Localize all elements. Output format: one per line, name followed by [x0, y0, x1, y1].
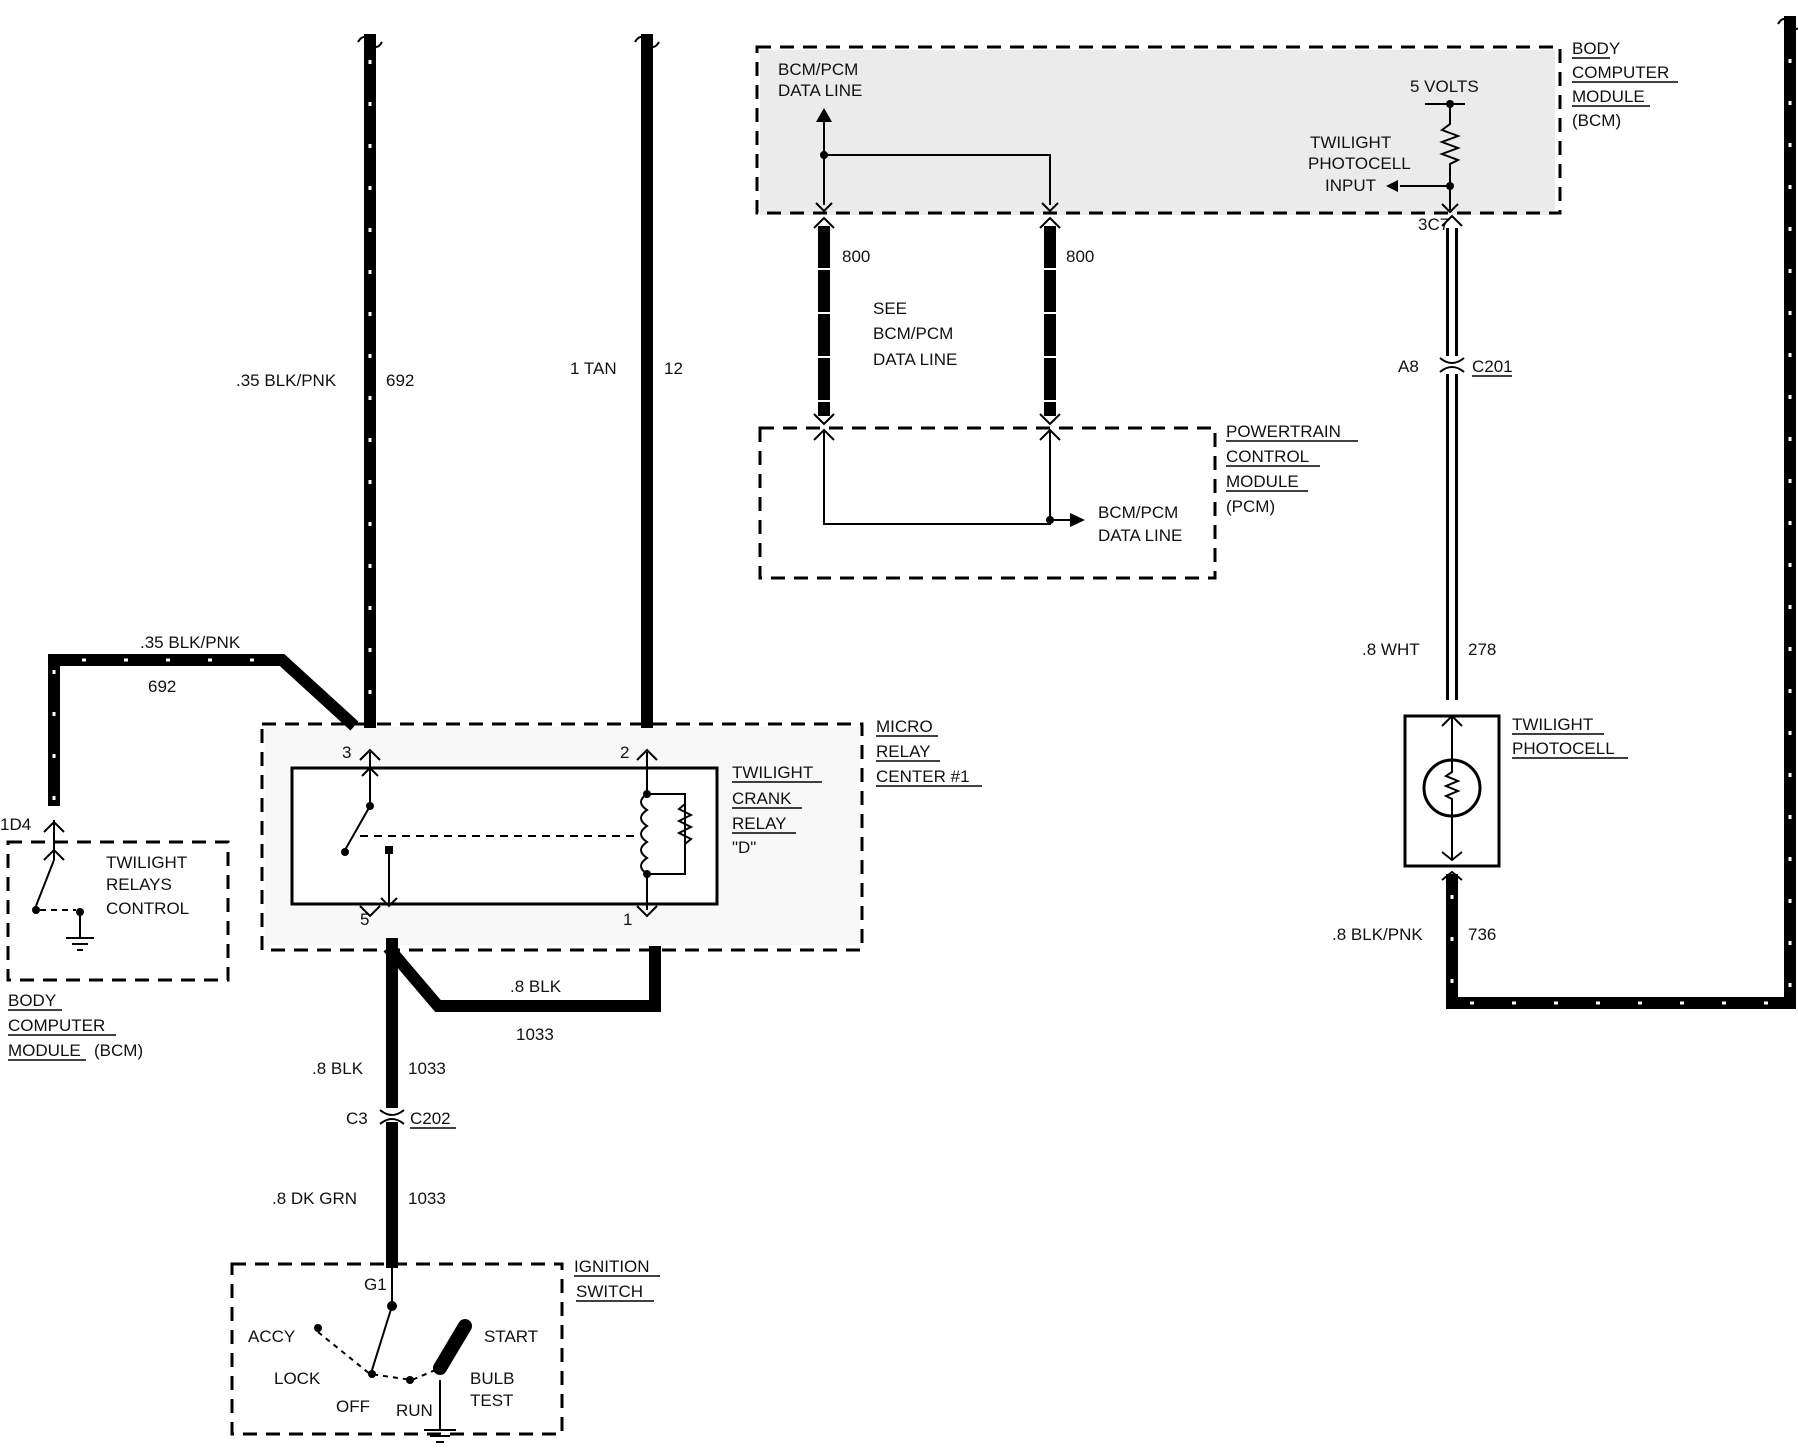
pcm-data-line-1: BCM/PCM [1098, 503, 1178, 522]
c201-pin: A8 [1398, 357, 1419, 376]
relay-center-title-3: CENTER #1 [876, 767, 970, 786]
wire-1033-blk: .8 BLK 1033 [312, 938, 446, 1112]
wire-278: .8 WHT 278 [1362, 214, 1496, 700]
pcm-title-1: POWERTRAIN [1226, 422, 1341, 441]
photocell-title-1: TWILIGHT [1512, 715, 1593, 734]
ignition-lock: LOCK [274, 1369, 321, 1388]
wire-1033g-circuit: 1033 [408, 1189, 446, 1208]
relay-name-1: TWILIGHT [732, 763, 813, 782]
photocell-input-3: INPUT [1325, 176, 1376, 195]
bcm-top-title-1: BODY [1572, 39, 1620, 58]
ignition-bulb: BULB [470, 1369, 514, 1388]
bcm-top-module: BODY COMPUTER MODULE (BCM) BCM/PCM DATA … [755, 39, 1678, 234]
bcm-left-module: 1D4 TWILIGHT RELAYS CONTROL BODY COMPUTE… [0, 815, 230, 1061]
wire-1033j-circuit: 1033 [516, 1025, 554, 1044]
ignition-run: RUN [396, 1401, 433, 1420]
wire-736: .8 BLK/PNK 736 [1332, 16, 1798, 1009]
pcm-title-2: CONTROL [1226, 447, 1309, 466]
ignition-terminal: G1 [364, 1275, 387, 1294]
wire-692-vertical: .35 BLK/PNK 692 [236, 34, 414, 728]
ignition-test: TEST [470, 1391, 513, 1410]
relay-name-2: CRANK [732, 789, 792, 808]
wire-1033j-gauge: .8 BLK [510, 977, 562, 996]
bcm-left-title-2: COMPUTER [8, 1016, 105, 1035]
circuit-800-left: 800 [842, 247, 870, 266]
wire-736-gauge: .8 BLK/PNK [1332, 925, 1423, 944]
ignition-title-2: SWITCH [576, 1282, 643, 1301]
wire-736-circuit: 736 [1468, 925, 1496, 944]
twilight-photocell: TWILIGHT PHOTOCELL [1403, 714, 1628, 868]
connector-c202: C3 C202 [346, 1108, 456, 1129]
bcm-left-title-4: (BCM) [94, 1041, 143, 1060]
ignition-switch: IGNITION SWITCH G1 ACCY LOCK OFF RUN STA… [230, 1257, 660, 1443]
bcm-left-title-1: BODY [8, 991, 56, 1010]
photocell-title-2: PHOTOCELL [1512, 739, 1615, 758]
wire-12: 1 TAN 12 [570, 34, 683, 728]
bcm-top-title-4: (BCM) [1572, 111, 1621, 130]
relay-name-3: RELAY [732, 814, 787, 833]
relay-center-title-2: RELAY [876, 742, 931, 761]
wire-692-horizontal: .35 BLK/PNK 692 [48, 633, 359, 806]
ignition-start: START [484, 1327, 538, 1346]
wire-1033b-gauge: .8 BLK [312, 1059, 364, 1078]
ignition-accy: ACCY [248, 1327, 295, 1346]
micro-relay-center: MICRO RELAY CENTER #1 TWILIGHT CRANK REL… [260, 717, 982, 952]
bcm-top-data-line-2: DATA LINE [778, 81, 862, 100]
c201-name: C201 [1472, 357, 1513, 376]
wire-278-circuit: 278 [1468, 640, 1496, 659]
relay-pin-2: 2 [620, 743, 629, 762]
ignition-title-1: IGNITION [574, 1257, 650, 1276]
relay-name-4: "D" [732, 838, 756, 857]
wire-692-circuit: 692 [386, 371, 414, 390]
photocell-input-2: PHOTOCELL [1308, 154, 1411, 173]
bcm-left-terminal: 1D4 [0, 815, 31, 834]
bcm-top-terminal: 3C7 [1418, 215, 1449, 234]
wire-692-gauge: .35 BLK/PNK [236, 371, 337, 390]
bcm-top-data-line-1: BCM/PCM [778, 60, 858, 79]
bcm-left-control-1: TWILIGHT [106, 853, 187, 872]
data-line-wires: 800 800 SEE BCM/PCM DATA LINE [813, 216, 1094, 426]
wire-692h-gauge: .35 BLK/PNK [140, 633, 241, 652]
bcm-top-title-2: COMPUTER [1572, 63, 1669, 82]
relay-pin-1: 1 [623, 910, 632, 929]
c202-name: C202 [410, 1109, 451, 1128]
bcm-left-control-3: CONTROL [106, 899, 189, 918]
wire-278-gauge: .8 WHT [1362, 640, 1420, 659]
bcm-left-title-3: MODULE [8, 1041, 81, 1060]
wire-1033g-gauge: .8 DK GRN [272, 1189, 357, 1208]
see-note-2: BCM/PCM [873, 324, 953, 343]
bcm-left-control-2: RELAYS [106, 875, 172, 894]
bcm-top-title-3: MODULE [1572, 87, 1645, 106]
wire-1033b-circuit: 1033 [408, 1059, 446, 1078]
bcm-top-shading [760, 50, 1555, 215]
wire-1033-jumper: .8 BLK 1033 [383, 943, 661, 1044]
pcm-title-3: MODULE [1226, 472, 1299, 491]
wire-692h-circuit: 692 [148, 677, 176, 696]
pcm-data-line-2: DATA LINE [1098, 526, 1182, 545]
relay-center-title-1: MICRO [876, 717, 933, 736]
relay-pin-3: 3 [342, 743, 351, 762]
see-note-3: DATA LINE [873, 350, 957, 369]
five-volts-label: 5 VOLTS [1410, 77, 1479, 96]
connector-c201: A8 C201 [1398, 356, 1513, 377]
pcm-module: BCM/PCM DATA LINE POWERTRAIN CONTROL MOD… [758, 422, 1358, 580]
photocell-input-1: TWILIGHT [1310, 133, 1391, 152]
c202-pin: C3 [346, 1109, 368, 1128]
wire-1033-grn: .8 DK GRN 1033 [272, 1122, 446, 1268]
see-note-1: SEE [873, 299, 907, 318]
circuit-800-right: 800 [1066, 247, 1094, 266]
wire-12-gauge: 1 TAN [570, 359, 617, 378]
wire-12-circuit: 12 [664, 359, 683, 378]
pcm-title-4: (PCM) [1226, 497, 1275, 516]
ignition-off: OFF [336, 1397, 370, 1416]
relay-pin-5: 5 [360, 910, 369, 929]
